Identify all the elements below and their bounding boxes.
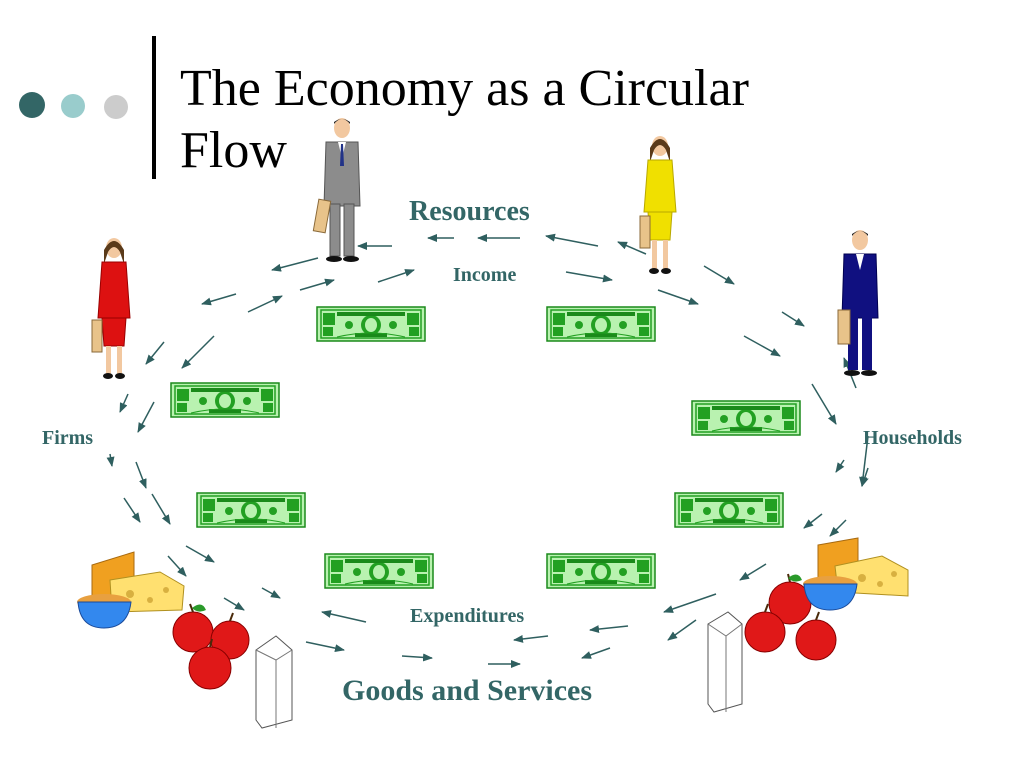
flow-arrow [589, 625, 629, 634]
businessman-blue-icon [837, 230, 879, 376]
label-income: Income [453, 264, 517, 286]
dollar-bill-icon [196, 492, 306, 528]
flow-arrow [137, 401, 155, 433]
label-households: Households [863, 427, 962, 449]
flow-arrow [811, 383, 837, 425]
flow-arrow [803, 513, 823, 529]
flow-arrow [743, 335, 781, 357]
flow-arrows [106, 233, 869, 668]
dollar-bill-icon [546, 553, 656, 589]
dollar-bill-icon [674, 492, 784, 528]
flow-arrow [185, 545, 215, 563]
dollar-bill-icon [324, 553, 434, 589]
flow-arrow [667, 619, 697, 641]
flow-arrow [271, 257, 319, 272]
dollar-bill-icon [691, 400, 801, 436]
label-resources: Resources [409, 196, 530, 227]
cereal-bowl-icon [803, 576, 858, 611]
label-firms: Firms [42, 427, 94, 449]
apple-icon [744, 573, 837, 661]
title-divider [152, 36, 156, 179]
flow-arrow [135, 461, 147, 489]
money-bills [170, 306, 801, 589]
goods-right [707, 537, 909, 713]
flow-arrow [223, 597, 245, 611]
apple-icon [172, 603, 250, 690]
flow-arrow [151, 493, 171, 525]
flow-arrow [663, 593, 717, 613]
slide-title-line2: Flow [180, 122, 287, 179]
milk-carton-icon [255, 635, 293, 729]
flow-arrow [617, 241, 647, 255]
slide-title-line1: The Economy as a Circular [180, 60, 749, 117]
dollar-bill-icon [546, 306, 656, 342]
flow-arrow [581, 647, 611, 659]
businesswoman-yellow-icon [639, 136, 677, 274]
decor-dot-dark [19, 92, 45, 118]
goods-left [77, 551, 293, 729]
flow-arrow [305, 641, 345, 653]
flow-arrow [545, 233, 599, 247]
flow-arrow [513, 634, 549, 643]
flow-arrow [565, 271, 613, 283]
slide-title: The Economy as a Circular Flow [180, 58, 749, 182]
flow-arrow [201, 293, 237, 306]
flow-arrow [859, 435, 869, 487]
flow-arrow [145, 341, 165, 365]
flow-arrow [247, 295, 283, 313]
dollar-bill-icon [170, 382, 280, 418]
businessman-gray-icon [312, 118, 361, 262]
decor-dot-light [104, 95, 128, 119]
flow-arrow [781, 311, 805, 327]
flow-arrow [321, 610, 367, 623]
flow-arrow [181, 335, 215, 369]
flow-arrow [261, 587, 281, 599]
label-goods-and-services: Goods and Services [342, 674, 593, 707]
decor-dot-mid [61, 94, 85, 118]
cereal-bowl-icon [77, 594, 132, 629]
flow-arrow [739, 563, 767, 581]
flow-arrow [835, 459, 845, 473]
milk-carton-icon [707, 611, 743, 713]
flow-arrow [657, 289, 699, 305]
flow-arrow [167, 555, 187, 577]
flow-arrow [401, 653, 433, 662]
flow-arrow [119, 393, 129, 413]
flow-arrow [703, 265, 735, 285]
dollar-bill-icon [316, 306, 426, 342]
flow-arrow [377, 269, 415, 283]
businesswoman-red-icon [91, 238, 131, 379]
flow-arrow [123, 497, 141, 523]
flow-arrow [106, 453, 115, 467]
label-expenditures: Expenditures [410, 605, 525, 627]
flow-arrow [829, 519, 847, 537]
flow-arrow [299, 278, 335, 291]
